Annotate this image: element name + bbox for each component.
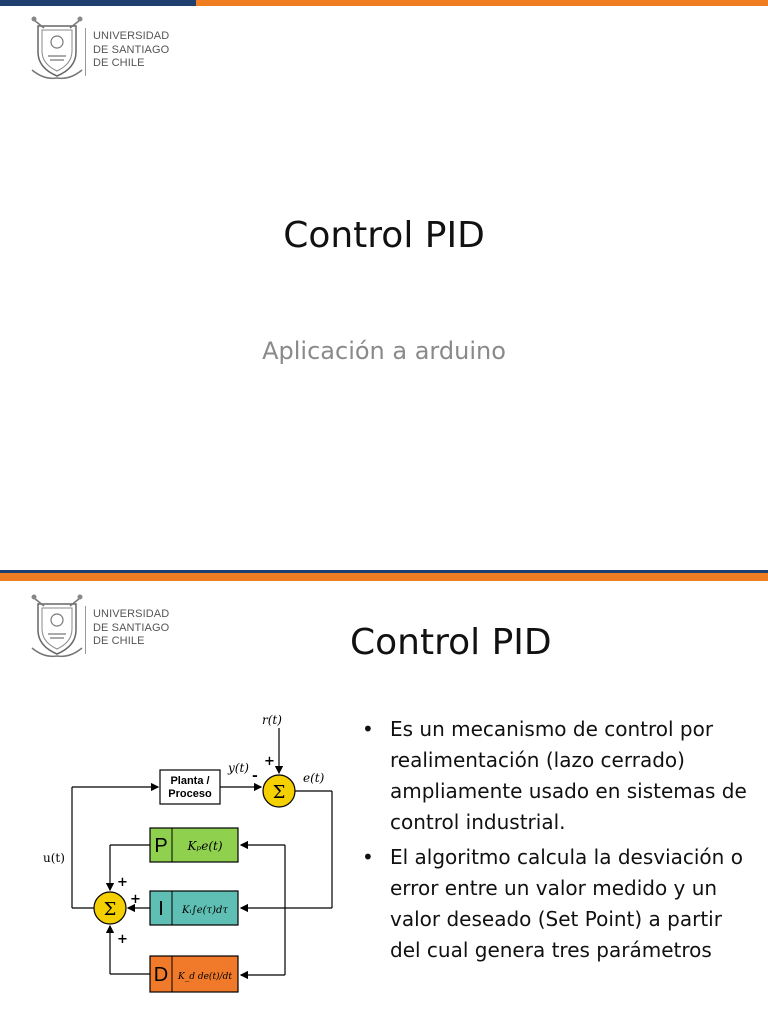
y-label: y(t) [227, 761, 249, 775]
plus-sign: + [117, 875, 128, 890]
logo-divider [85, 606, 86, 654]
university-name: UNIVERSIDAD DE SANTIAGO DE CHILE [93, 30, 193, 71]
university-name-line: DE CHILE [93, 635, 145, 647]
sum-symbol: Σ [273, 782, 286, 803]
header-bar [0, 570, 768, 581]
university-logo: UNIVERSIDAD DE SANTIAGO DE CHILE [30, 590, 190, 660]
university-name-line: UNIVERSIDAD [93, 608, 170, 620]
i-formula: Kᵢ∫e(τ)dτ [181, 905, 228, 916]
sum-symbol: Σ [104, 899, 117, 920]
p-letter: P [154, 835, 167, 857]
u-label: u(t) [43, 851, 65, 865]
header-bar [0, 0, 768, 6]
plant-block [159, 769, 221, 805]
i-block [149, 890, 239, 926]
header-bar-blue [0, 570, 768, 573]
header-bar-orange [0, 573, 768, 581]
r-label: r(t) [262, 713, 282, 727]
logo-divider [85, 28, 86, 76]
slide-2: UNIVERSIDAD DE SANTIAGO DE CHILE Control… [0, 570, 768, 1024]
slide-title: Control PID [283, 215, 485, 256]
university-crest-icon [31, 16, 83, 80]
university-name: UNIVERSIDAD DE SANTIAGO DE CHILE [93, 608, 193, 649]
bullet-dot: • [362, 717, 374, 741]
bullet-list: • Es un mecanismo de control por realime… [362, 714, 752, 970]
slide-title: Control PID [350, 622, 552, 663]
plus-sign: + [117, 932, 128, 947]
pid-block-diagram: Planta / Proceso Σ r(t) + y(t) - e(t) P … [43, 713, 333, 993]
i-letter: I [158, 898, 164, 920]
e-label: e(t) [303, 771, 325, 785]
minus-sign: - [252, 768, 258, 784]
bullet-text: El algoritmo calcula la desviación o err… [390, 845, 743, 962]
university-name-line: UNIVERSIDAD [93, 30, 170, 42]
slide-subtitle: Aplicación a arduino [262, 337, 506, 365]
bullet-item: • Es un mecanismo de control por realime… [362, 714, 752, 838]
bullet-item: • El algoritmo calcula la desviación o e… [362, 842, 752, 966]
university-name-line: DE SANTIAGO [93, 43, 170, 56]
university-logo: UNIVERSIDAD DE SANTIAGO DE CHILE [30, 12, 190, 82]
bullet-dot: • [362, 845, 374, 869]
bullet-text: Es un mecanismo de control por realiment… [390, 717, 747, 834]
plant-label: Planta / [170, 775, 209, 787]
d-formula: K_d de(t)/dt [177, 971, 232, 982]
plus-sign: + [264, 754, 275, 769]
university-crest-icon [31, 594, 83, 658]
plant-label: Proceso [168, 788, 212, 800]
header-bar-orange [196, 0, 768, 6]
d-letter: D [154, 964, 168, 986]
university-name-line: DE CHILE [93, 57, 145, 69]
p-block [149, 827, 239, 863]
university-name-line: DE SANTIAGO [93, 621, 170, 634]
p-formula: Kₚe(t) [186, 839, 222, 853]
plus-sign: + [130, 892, 141, 907]
slide-1: UNIVERSIDAD DE SANTIAGO DE CHILE Control… [0, 0, 768, 365]
header-bar-blue [0, 0, 196, 6]
